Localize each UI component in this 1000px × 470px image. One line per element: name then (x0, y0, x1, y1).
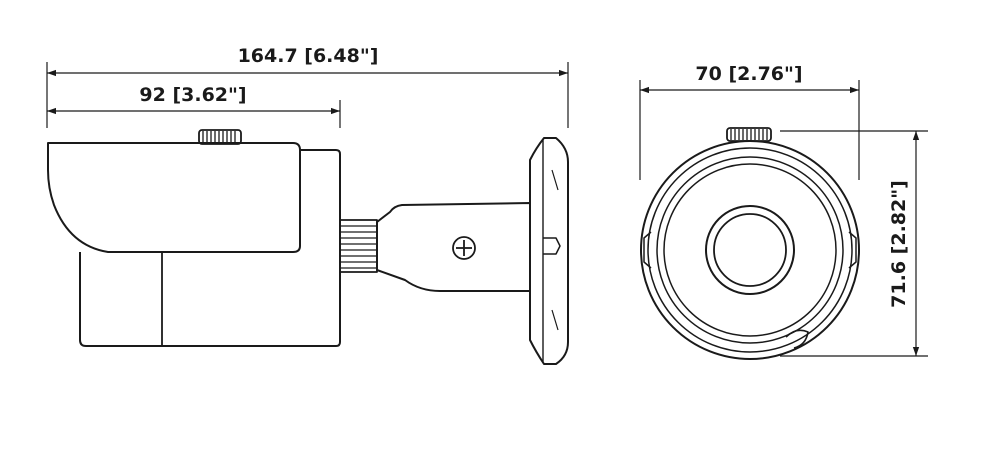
lens-inner (713, 213, 787, 287)
screw-icon (452, 236, 476, 260)
front-knob-icon (726, 127, 772, 142)
front-width-label: 70 [2.76"] (695, 63, 802, 85)
bottom-cable-bump (785, 329, 809, 349)
overall-length-label: 164.7 [6.48"] (238, 45, 379, 67)
mount-base-notch (543, 237, 561, 255)
front-height-label: 71.6 [2.82"] (888, 180, 910, 308)
front-ring-4 (663, 163, 837, 337)
body-length-label: 92 [3.62"] (139, 84, 246, 106)
left-rib (643, 231, 652, 269)
lens-outer (705, 205, 795, 295)
right-rib (848, 231, 857, 269)
sun-shield (47, 142, 301, 253)
front-ring-2 (647, 147, 853, 353)
side-view (46, 62, 569, 365)
front-view (639, 80, 928, 360)
front-ring-3 (656, 156, 844, 344)
camera-body (79, 149, 341, 347)
wall-mount-base (529, 137, 569, 365)
top-knob-icon (198, 129, 242, 145)
threaded-connector (339, 219, 378, 273)
front-outer-ring (640, 140, 860, 360)
